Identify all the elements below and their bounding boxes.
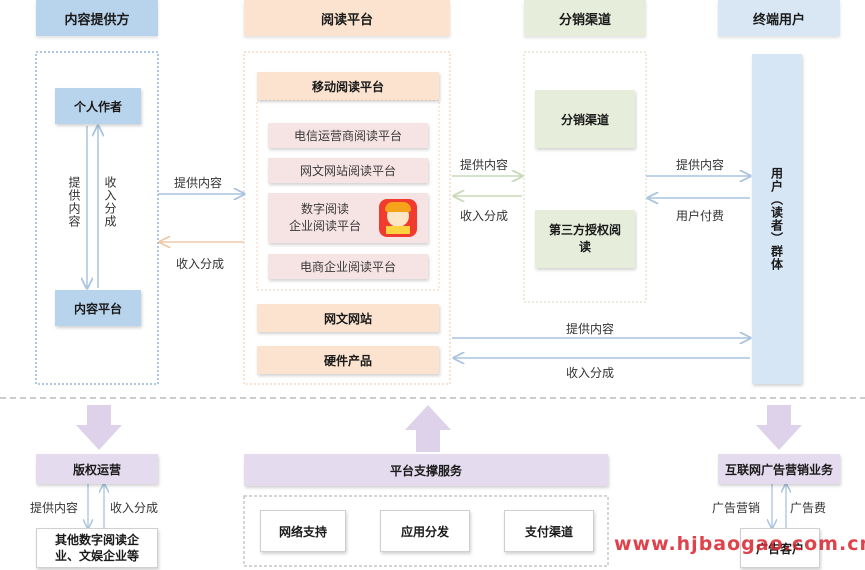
third-party-box: 第三方授权阅读 [535,210,635,268]
revenue-label-2: 收入分成 [460,209,509,223]
provider-frame [35,51,159,385]
app-distribution-box: 应用分发 [380,510,470,552]
down-block-arrow-left [76,405,122,450]
header-reading: 阅读平台 [244,0,450,36]
provide-content-label-4: 提供内容 [566,322,615,336]
web-site-box: 网文网站 [257,304,439,332]
provide-content-label-3: 提供内容 [676,158,725,172]
revenue-label-4: 收入分成 [566,366,615,380]
channel-frame [523,51,647,303]
app-icon-book [386,226,410,234]
copyright-down-label: 提供内容 [30,501,79,515]
reading-frame [243,51,451,385]
webnovel-reading-item: 网文网站阅读平台 [268,158,428,183]
copyright-up-label: 收入分成 [110,501,159,515]
app-icon-hair [385,202,411,212]
ad-business-box: 互联网广告营销业务 [718,454,840,484]
distribution-box: 分销渠道 [535,90,635,148]
provider-down-label: 提供内容 [67,176,81,228]
mobile-reading-header: 移动阅读平台 [257,72,439,100]
digital-reading-line: 数字阅读 [300,202,349,216]
ecommerce-reading-item: 电商企业阅读平台 [268,254,428,279]
user-payment-label: 用户付费 [676,209,725,223]
reading-app-icon [379,199,417,237]
telecom-reading-item: 电信运营商阅读平台 [268,123,428,148]
provide-content-label-1: 提供内容 [174,176,223,190]
copyright-box: 版权运营 [36,454,158,484]
network-support-box: 网络支持 [260,510,346,552]
header-provider: 内容提供方 [36,0,158,36]
mobile-frame [256,99,440,291]
header-end-user: 终端用户 [718,0,840,36]
other-companies-box: 其他数字阅读企业、文娱企业等 [36,528,158,568]
user-group-box: 用户（读者）群体 [752,54,802,384]
advertiser-box: 广告客户 [740,528,820,568]
revenue-label-1: 收入分成 [176,257,225,271]
ad-fee-label: 广告费 [790,501,827,515]
header-channel: 分销渠道 [524,0,646,36]
enterprise-reading-line: 企业阅读平台 [288,219,361,233]
up-block-arrow-center [405,405,451,452]
author-box: 个人作者 [55,88,141,124]
content-platform-box: 内容平台 [55,290,141,326]
down-block-arrow-right [756,405,802,450]
user-group-label: 用户（读者）群体 [769,167,784,271]
platform-support-box: 平台支撑服务 [244,454,608,486]
ad-marketing-label: 广告营销 [712,501,761,515]
watermark: www.hjbaogao.com.cn [614,533,865,555]
provide-content-label-2: 提供内容 [460,158,509,172]
provider-up-label: 收入分成 [103,176,117,228]
hardware-box: 硬件产品 [257,346,439,374]
services-frame [243,495,609,567]
payment-channel-box: 支付渠道 [504,510,594,552]
